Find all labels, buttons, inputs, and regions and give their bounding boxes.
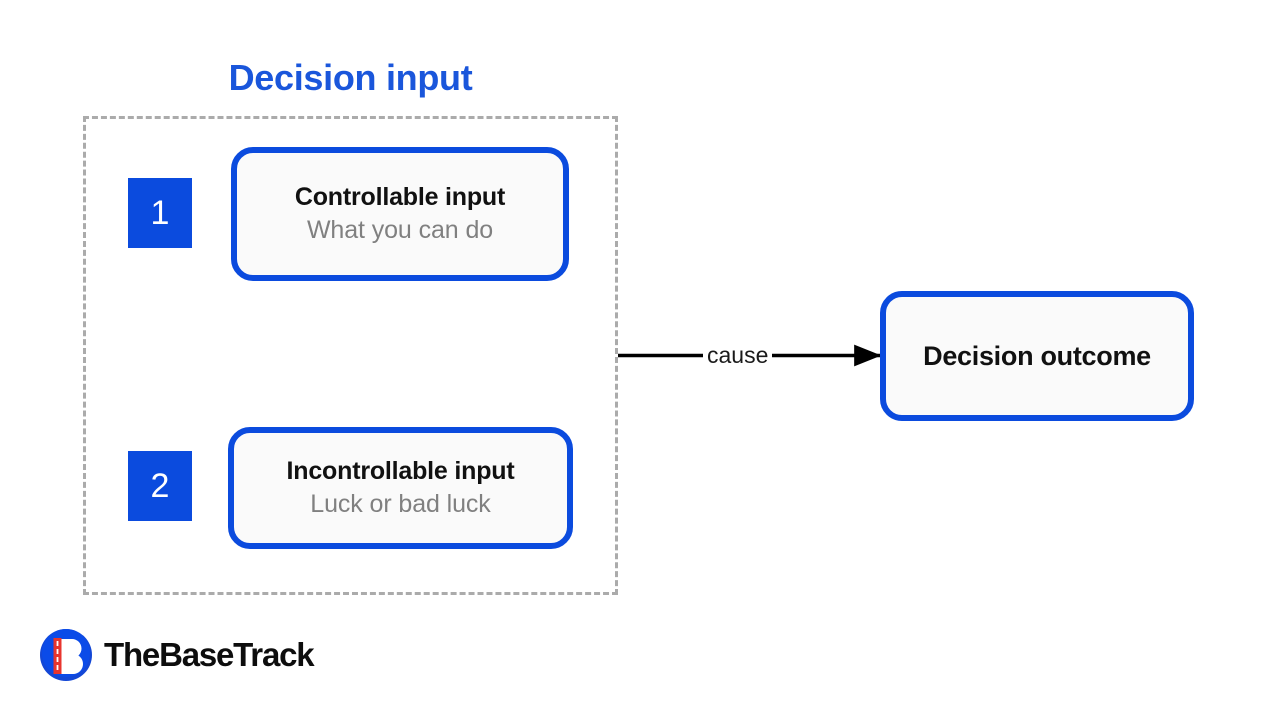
brand-name: TheBaseTrack [104,636,315,673]
decision-outcome-box[interactable]: Decision outcome [880,291,1194,421]
controllable-input-subtitle: What you can do [306,216,494,244]
brand-logo: TheBaseTrack [38,627,315,683]
item-number-badge-2: 2 [128,451,192,521]
incontrollable-input-subtitle: Luck or bad luck [310,490,491,518]
decision-outcome-label: Decision outcome [923,340,1151,371]
controllable-input-title: Controllable input [294,183,506,211]
incontrollable-input-title: Incontrollable input [286,457,515,485]
controllable-input-card[interactable]: Controllable input What you can do [231,147,569,281]
decision-input-group [83,116,618,595]
item-number-badge-1: 1 [128,178,192,248]
cause-label: cause [703,341,773,369]
page-title: Decision input [228,57,473,98]
thebasetrack-logo-icon [40,629,92,681]
incontrollable-input-card[interactable]: Incontrollable input Luck or bad luck [228,427,573,549]
